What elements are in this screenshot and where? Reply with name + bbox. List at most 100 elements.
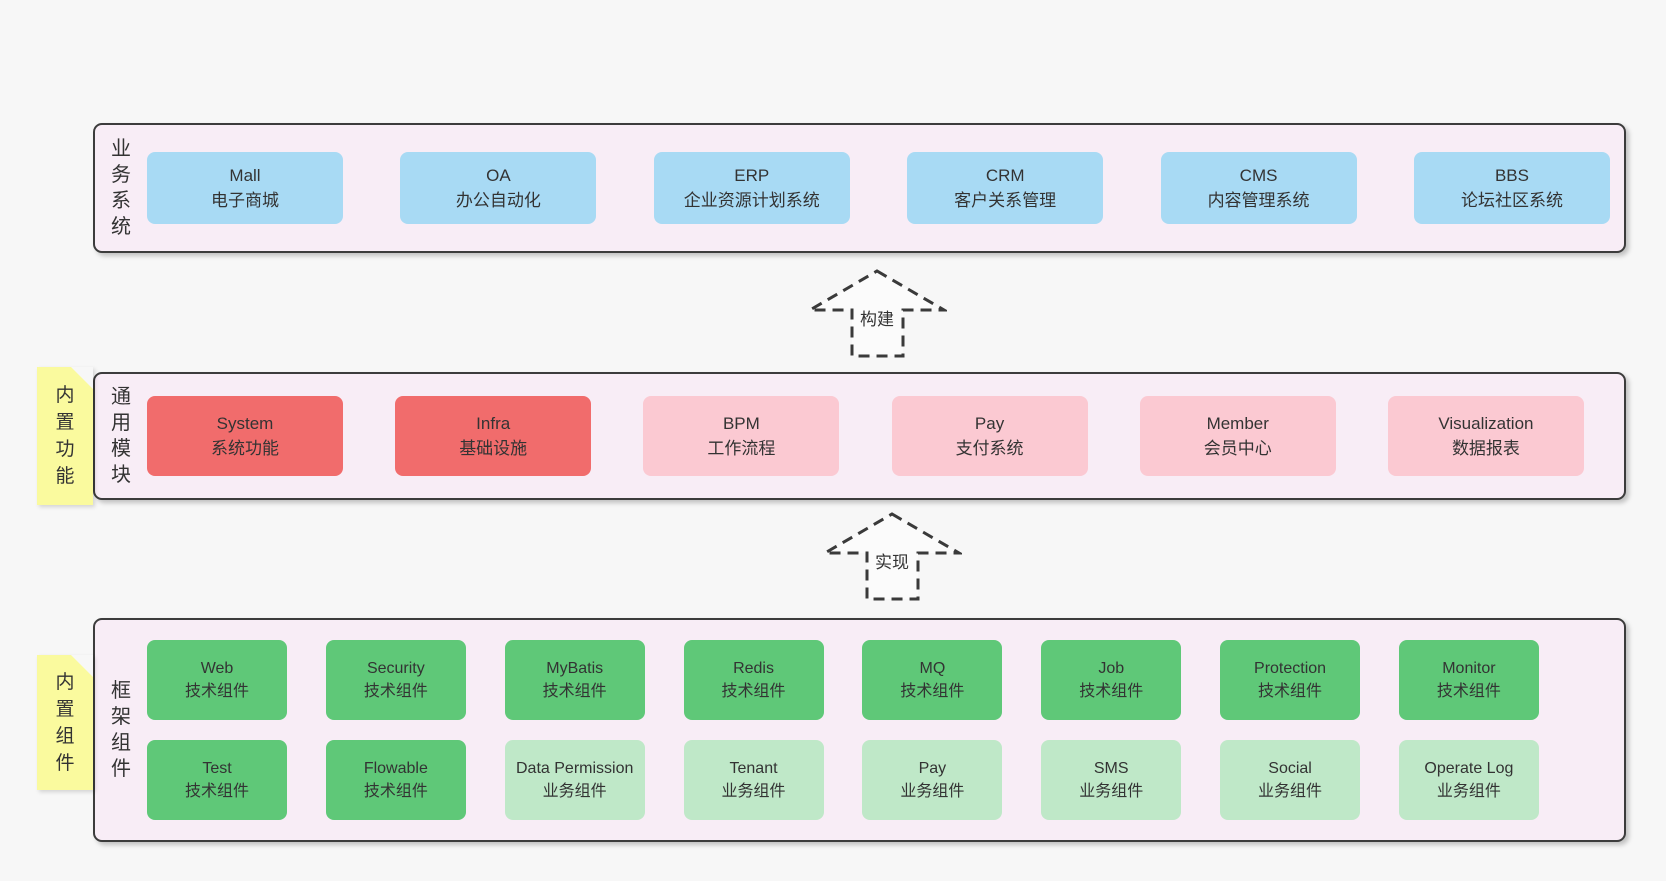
sticky-note-builtin-features: 内 置 功 能 — [37, 367, 93, 505]
box-desc: 技术组件 — [363, 783, 428, 800]
box-member: Member 会员中心 — [1139, 396, 1336, 476]
box-desc: 数据报表 — [1451, 439, 1520, 458]
box-name: BPM — [722, 414, 760, 433]
sticky-label-builtin-features: 内 置 功 能 — [55, 385, 75, 487]
framework-row-2: Test 技术组件 Flowable 技术组件 Data Permission … — [147, 740, 1539, 820]
box-desc: 办公自动化 — [455, 191, 541, 210]
box-desc: 业务组件 — [542, 783, 607, 800]
layer-business-systems: 业 务 系 统 Mall 电子商城 OA 办公自动化 ERP 企业资源计划系统 … — [93, 123, 1626, 253]
box-desc: 论坛社区系统 — [1460, 191, 1563, 210]
box-name: Operate Log — [1424, 760, 1514, 777]
framework-row-1: Web 技术组件 Security 技术组件 MyBatis 技术组件 Redi… — [147, 640, 1539, 720]
layer-label-common-modules: 通 用 模 块 — [111, 386, 131, 486]
box-name: Pay — [918, 760, 947, 777]
box-desc: 企业资源计划系统 — [683, 191, 820, 210]
box-name: ERP — [734, 166, 770, 185]
box-desc: 技术组件 — [1079, 683, 1144, 700]
layer-common-modules-content: System 系统功能 Infra 基础设施 BPM 工作流程 Pay 支付系统… — [147, 374, 1624, 498]
box-desc: 客户关系管理 — [954, 191, 1057, 210]
box-name: Web — [200, 660, 234, 677]
box-name: Redis — [733, 660, 774, 677]
box-monitor: Monitor 技术组件 — [1398, 640, 1539, 720]
box-name: Flowable — [363, 760, 428, 777]
box-desc: 内容管理系统 — [1207, 191, 1310, 210]
box-infra: Infra 基础设施 — [395, 396, 592, 476]
box-bpm: BPM 工作流程 — [643, 396, 840, 476]
build-arrow: 构建 — [807, 268, 947, 360]
sticky-fold-icon — [71, 367, 93, 389]
box-crm: CRM 客户关系管理 — [907, 152, 1104, 224]
box-name: Tenant — [729, 760, 778, 777]
layer-common-modules: 通 用 模 块 System 系统功能 Infra 基础设施 BPM 工作流程 … — [93, 372, 1626, 500]
box-desc: 业务组件 — [721, 783, 786, 800]
box-desc: 电子商城 — [211, 191, 279, 210]
box-name: Infra — [476, 414, 511, 433]
box-system: System 系统功能 — [147, 396, 343, 476]
box-name: MyBatis — [546, 660, 604, 677]
box-desc: 业务组件 — [900, 783, 965, 800]
box-pay-component: Pay 业务组件 — [862, 740, 1003, 820]
box-desc: 基础设施 — [459, 439, 528, 458]
box-name: Job — [1098, 660, 1125, 677]
box-name: Mall — [229, 166, 261, 185]
box-social: Social 业务组件 — [1220, 740, 1361, 820]
layer-business-systems-content: Mall 电子商城 OA 办公自动化 ERP 企业资源计划系统 CRM 客户关系… — [147, 125, 1624, 251]
box-desc: 技术组件 — [542, 683, 607, 700]
box-desc: 业务组件 — [1079, 783, 1144, 800]
box-desc: 技术组件 — [1436, 683, 1501, 700]
build-arrow-label: 构建 — [858, 305, 896, 330]
box-desc: 会员中心 — [1203, 439, 1272, 458]
box-bbs: BBS 论坛社区系统 — [1413, 152, 1610, 224]
box-security: Security 技术组件 — [325, 640, 466, 720]
sticky-fold-icon — [71, 655, 93, 677]
box-name: Data Permission — [516, 760, 634, 777]
box-mybatis: MyBatis 技术组件 — [504, 640, 645, 720]
layer-label-framework-components: 框 架 组 件 — [111, 680, 131, 780]
box-desc: 业务组件 — [1436, 783, 1501, 800]
box-desc: 业务组件 — [1258, 783, 1323, 800]
box-name: Test — [202, 760, 232, 777]
box-name: Visualization — [1438, 414, 1534, 433]
implement-arrow: 实现 — [822, 511, 962, 603]
box-name: CMS — [1239, 166, 1278, 185]
box-name: Pay — [974, 414, 1005, 433]
box-oa: OA 办公自动化 — [400, 152, 597, 224]
box-name: Social — [1268, 760, 1312, 777]
box-desc: 技术组件 — [184, 683, 249, 700]
box-erp: ERP 企业资源计划系统 — [653, 152, 850, 224]
box-desc: 技术组件 — [363, 683, 428, 700]
box-data-permission: Data Permission 业务组件 — [504, 740, 645, 820]
box-cms: CMS 内容管理系统 — [1160, 152, 1357, 224]
box-name: Monitor — [1442, 660, 1496, 677]
box-desc: 系统功能 — [211, 439, 279, 458]
box-flowable: Flowable 技术组件 — [325, 740, 466, 820]
box-desc: 技术组件 — [1258, 683, 1323, 700]
box-mall: Mall 电子商城 — [147, 152, 343, 224]
sticky-note-builtin-components: 内 置 组 件 — [37, 655, 93, 790]
sticky-label-builtin-components: 内 置 组 件 — [55, 671, 75, 774]
box-redis: Redis 技术组件 — [683, 640, 824, 720]
box-mq: MQ 技术组件 — [862, 640, 1003, 720]
box-name: SMS — [1093, 760, 1129, 777]
box-tenant: Tenant 业务组件 — [683, 740, 824, 820]
layer-framework-components-content: Web 技术组件 Security 技术组件 MyBatis 技术组件 Redi… — [147, 620, 1624, 840]
box-desc: 技术组件 — [184, 783, 249, 800]
box-name: Security — [366, 660, 425, 677]
box-visualization: Visualization 数据报表 — [1387, 396, 1584, 476]
layer-label-business-systems: 业 务 系 统 — [111, 138, 131, 238]
box-name: System — [216, 414, 274, 433]
box-desc: 技术组件 — [900, 683, 965, 700]
box-operate-log: Operate Log 业务组件 — [1398, 740, 1539, 820]
box-name: Member — [1206, 414, 1269, 433]
layer-framework-components: 框 架 组 件 Web 技术组件 Security 技术组件 MyBatis 技… — [93, 618, 1626, 842]
box-desc: 技术组件 — [721, 683, 786, 700]
box-desc: 支付系统 — [955, 439, 1024, 458]
box-web: Web 技术组件 — [147, 640, 287, 720]
box-desc: 工作流程 — [707, 439, 776, 458]
box-pay-module: Pay 支付系统 — [891, 396, 1088, 476]
box-protection: Protection 技术组件 — [1220, 640, 1361, 720]
box-name: OA — [486, 166, 511, 185]
box-name: BBS — [1494, 166, 1529, 185]
box-name: CRM — [985, 166, 1025, 185]
